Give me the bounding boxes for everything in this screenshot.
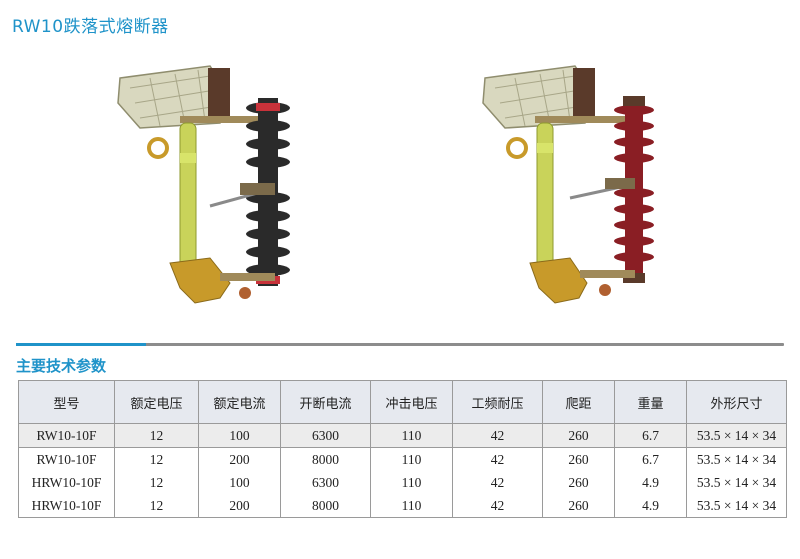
table-cell: HRW10-10F: [18, 494, 115, 518]
table-cell: 12: [114, 447, 199, 471]
column-header: 额定电压: [114, 380, 199, 424]
table-cell: 260: [542, 423, 615, 448]
product-photo-red: [475, 48, 705, 313]
column-header: 爬距: [542, 380, 615, 424]
table-cell: RW10-10F: [18, 447, 115, 471]
table-cell: 4.9: [614, 494, 687, 518]
table-cell: 53.5 × 14 × 34: [686, 447, 787, 471]
table-cell: 200: [198, 494, 281, 518]
table-cell: 260: [542, 447, 615, 471]
table-cell: 110: [370, 494, 453, 518]
table-cell: 6.7: [614, 423, 687, 448]
column-header: 冲击电压: [370, 380, 453, 424]
table-cell: 200: [198, 447, 281, 471]
section-title: 主要技术参数: [16, 357, 107, 375]
table-cell: 100: [198, 471, 281, 494]
table-cell: 8000: [280, 447, 371, 471]
table-cell: 12: [114, 494, 199, 518]
table-cell: 4.9: [614, 471, 687, 494]
table-cell: 260: [542, 494, 615, 518]
table-cell: 53.5 × 14 × 34: [686, 494, 787, 518]
page-title: RW10跌落式熔断器: [12, 17, 169, 37]
table-cell: 42: [452, 494, 543, 518]
table-cell: 8000: [280, 494, 371, 518]
column-header: 开断电流: [280, 380, 371, 424]
fuse-cutout-illustration: [482, 65, 654, 304]
table-cell: 42: [452, 423, 543, 448]
section-divider-accent: [16, 343, 146, 346]
fuse-cutout-illustration: [117, 65, 290, 304]
column-header: 型号: [18, 380, 115, 424]
table-cell: HRW10-10F: [18, 471, 115, 494]
table-cell: 6300: [280, 423, 371, 448]
product-photo-black: [100, 48, 330, 313]
column-header: 额定电流: [198, 380, 281, 424]
table-cell: 42: [452, 447, 543, 471]
table-cell: RW10-10F: [18, 423, 115, 448]
section-divider: [16, 343, 784, 346]
table-cell: 12: [114, 471, 199, 494]
table-cell: 12: [114, 423, 199, 448]
table-cell: 53.5 × 14 × 34: [686, 423, 787, 448]
column-header: 外形尺寸: [686, 380, 787, 424]
table-cell: 260: [542, 471, 615, 494]
table-cell: 6300: [280, 471, 371, 494]
table-cell: 110: [370, 447, 453, 471]
table-cell: 6.7: [614, 447, 687, 471]
column-header: 工频耐压: [452, 380, 543, 424]
table-cell: 53.5 × 14 × 34: [686, 471, 787, 494]
table-cell: 100: [198, 423, 281, 448]
table-cell: 110: [370, 471, 453, 494]
column-header: 重量: [614, 380, 687, 424]
table-header-row: 型号额定电压额定电流开断电流冲击电压工频耐压爬距重量外形尺寸: [18, 380, 787, 424]
table-cell: 110: [370, 423, 453, 448]
table-cell: 42: [452, 471, 543, 494]
